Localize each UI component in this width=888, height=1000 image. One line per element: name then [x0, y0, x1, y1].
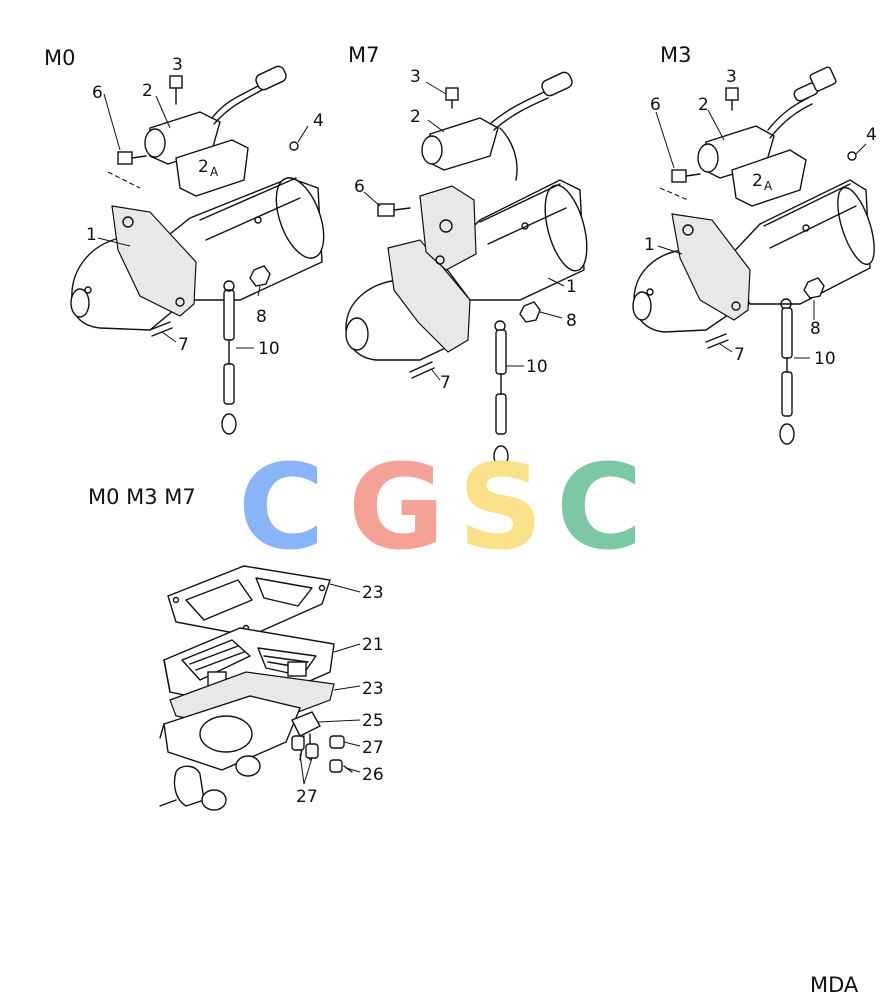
watermark-letter-1: C: [238, 438, 325, 576]
callout-2a-suffix: A: [764, 179, 773, 193]
callout-4: 4: [313, 111, 324, 131]
starter-assembly-m3: M3: [632, 43, 877, 445]
callout-25: 25: [362, 711, 384, 731]
callout-7: 7: [734, 345, 745, 365]
callout-6: 6: [92, 83, 103, 103]
callout-23: 23: [362, 583, 384, 603]
callout-3: 3: [172, 55, 183, 75]
callout-2a: 2: [198, 157, 209, 177]
watermark-letter-2: G: [348, 438, 445, 576]
variant-title-m3: M3: [660, 43, 691, 67]
callout-21: 21: [362, 635, 384, 655]
callout-6: 6: [650, 95, 661, 115]
callout-1: 1: [566, 277, 577, 297]
variant-title-m7: M7: [348, 43, 379, 67]
callout-2a: 2: [752, 171, 763, 191]
callout-26: 26: [362, 765, 384, 785]
callout-27: 27: [296, 787, 318, 807]
callout-2a-suffix: A: [210, 165, 219, 179]
watermark-letter-4: C: [556, 438, 643, 576]
callout-8: 8: [810, 319, 821, 339]
callout-6: 6: [354, 177, 365, 197]
callout-8: 8: [566, 311, 577, 331]
callout-23: 23: [362, 679, 384, 699]
starter-assembly-m7: M7: [345, 43, 588, 467]
variant-title-m0: M0: [44, 46, 75, 70]
callout-7: 7: [440, 373, 451, 393]
callout-2: 2: [698, 95, 709, 115]
callout-10: 10: [258, 339, 280, 359]
callout-3: 3: [410, 67, 421, 87]
callout-10: 10: [814, 349, 836, 369]
starter-assembly-m0: M0: [44, 46, 325, 435]
watermark-logo: C G S C: [238, 438, 643, 576]
callout-3: 3: [726, 67, 737, 87]
callout-1: 1: [86, 225, 97, 245]
watermark-letter-3: S: [458, 438, 543, 576]
variant-title-gasket-group: M0 M3 M7: [88, 485, 196, 509]
callout-2: 2: [142, 81, 153, 101]
gasket-assembly: M0 M3 M7: [88, 485, 384, 811]
callout-2: 2: [410, 107, 421, 127]
callout-27: 27: [362, 738, 384, 758]
callout-1: 1: [644, 235, 655, 255]
diagram-code: MDA: [810, 973, 859, 997]
callout-8: 8: [256, 307, 267, 327]
callout-4: 4: [866, 125, 877, 145]
callout-10: 10: [526, 357, 548, 377]
callout-7: 7: [178, 335, 189, 355]
